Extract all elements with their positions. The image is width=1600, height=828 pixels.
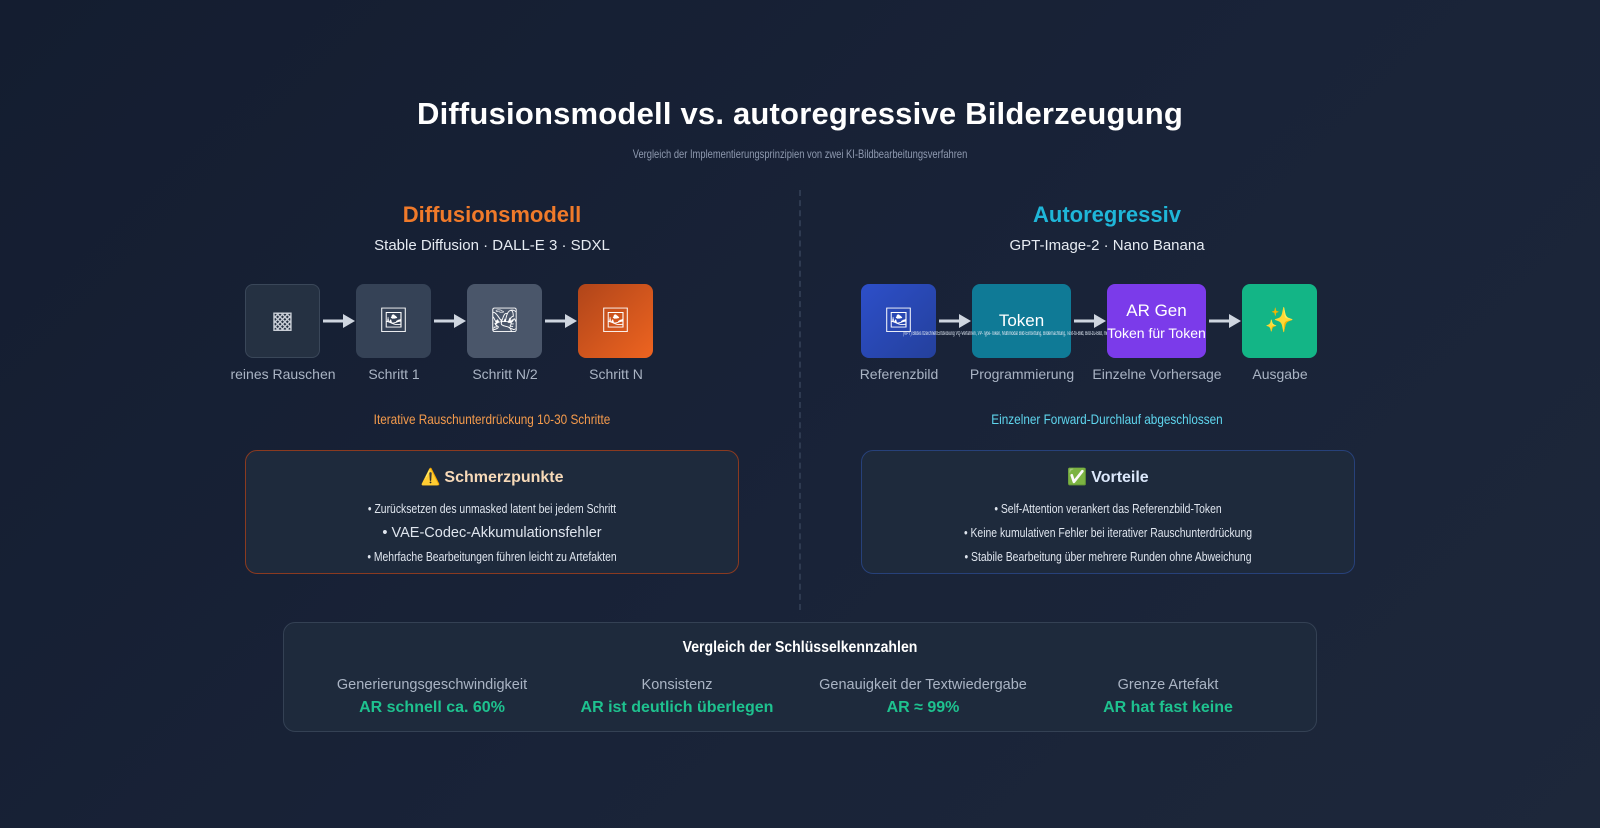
diffusion-step-half: 🏞 bbox=[467, 284, 542, 358]
metric-text-accuracy: Genauigkeit der Textwiedergabe AR ≈ 99% bbox=[803, 677, 1043, 717]
warning-icon: ⚠️ bbox=[420, 469, 441, 486]
arrow-right-icon bbox=[543, 312, 579, 330]
ar-gen-sublabel: Token für Token bbox=[1107, 325, 1206, 341]
metric-speed: Generierungsgeschwindigkeit AR schnell c… bbox=[312, 677, 552, 717]
pain-points-panel: ⚠️Schmerzpunkte • Zurücksetzen des unmas… bbox=[245, 450, 739, 574]
step-label: Ausgabe bbox=[1252, 366, 1308, 382]
sparkles-icon: ✨ bbox=[1264, 307, 1295, 334]
list-item: • VAE-Codec-Akkumulationsfehler bbox=[382, 525, 602, 541]
pain-points-heading: ⚠️Schmerzpunkte bbox=[246, 467, 738, 487]
autoregressive-note: Einzelner Forward-Durchlauf abgeschlosse… bbox=[991, 411, 1223, 427]
arrow-right-icon bbox=[1207, 312, 1243, 330]
step-label: reines Rauschen bbox=[230, 366, 336, 382]
framed-picture-icon: 🖼 bbox=[883, 307, 914, 334]
arrow-right-icon bbox=[432, 312, 468, 330]
step-label: Schritt N/2 bbox=[472, 366, 538, 382]
token-overlay-text: (VPT) Bildes tlzeichnet/Entdeckung VQ-Ve… bbox=[902, 331, 1120, 337]
page-title: Diffusionsmodell vs. autoregressive Bild… bbox=[416, 96, 1183, 131]
metric-value: AR ≈ 99% bbox=[886, 699, 960, 716]
pain-points-list: • Zurücksetzen des unmasked latent bei j… bbox=[246, 497, 738, 569]
step-label: Einzelne Vorhersage bbox=[1092, 366, 1222, 382]
list-item: • Keine kumulativen Fehler bei iterative… bbox=[963, 525, 1253, 540]
ar-gen-label: AR Gen bbox=[1126, 301, 1187, 320]
advantages-title: Vorteile bbox=[1091, 469, 1149, 486]
framed-picture-icon: 🖼 bbox=[600, 307, 631, 334]
advantages-panel: ✅Vorteile • Self-Attention verankert das… bbox=[861, 450, 1355, 574]
step-label: Programmierung bbox=[969, 366, 1075, 382]
metric-label: Genauigkeit der Textwiedergabe bbox=[819, 677, 1027, 693]
step-label: Schritt 1 bbox=[368, 366, 420, 382]
step-label: Schritt N bbox=[589, 366, 643, 382]
metric-value: AR schnell ca. 60% bbox=[359, 699, 505, 716]
ar-step-reference: 🖼 bbox=[861, 284, 936, 358]
metric-consistency: Konsistenz AR ist deutlich überlegen bbox=[557, 677, 797, 717]
metrics-title: Vergleich der Schlüsselkennzahlen bbox=[682, 639, 918, 656]
diffusion-step-noise: ▩ bbox=[245, 284, 320, 358]
list-item: • Zurücksetzen des unmasked latent bei j… bbox=[367, 501, 617, 516]
autoregressive-subtitle: GPT-Image-2 · Nano Banana bbox=[1009, 237, 1205, 254]
ar-step-token: Token (VPT) Bildes tlzeichnet/Entdeckung… bbox=[903, 284, 1120, 358]
ar-step-generation: AR Gen Token für Token bbox=[1107, 284, 1206, 358]
column-divider bbox=[799, 190, 801, 610]
arrow-right-icon bbox=[937, 312, 973, 330]
advantages-list: • Self-Attention verankert das Referenzb… bbox=[862, 497, 1354, 569]
metric-value: AR hat fast keine bbox=[1103, 699, 1233, 716]
token-label: Token bbox=[998, 311, 1045, 330]
sketch-image-icon: 🖼 bbox=[378, 307, 409, 334]
noise-icon: ▩ bbox=[271, 307, 294, 334]
page-subtitle: Vergleich der Implementierungsprinzipien… bbox=[632, 147, 968, 161]
metric-label: Konsistenz bbox=[641, 677, 713, 693]
diffusion-note: Iterative Rauschunterdrückung 10-30 Schr… bbox=[373, 411, 611, 427]
arrow-right-icon bbox=[321, 312, 357, 330]
list-item: • Mehrfache Bearbeitungen führen leicht … bbox=[367, 549, 617, 564]
metric-label: Generierungsgeschwindigkeit bbox=[336, 677, 528, 693]
arrow-right-icon bbox=[1072, 312, 1108, 330]
advantages-heading: ✅Vorteile bbox=[862, 467, 1354, 487]
step-label: Referenzbild bbox=[859, 366, 939, 382]
ar-step-output: ✨ bbox=[1242, 284, 1317, 358]
diffusion-title: Diffusionsmodell bbox=[402, 202, 582, 227]
diffusion-subtitle: Stable Diffusion · DALL-E 3 · SDXL bbox=[374, 237, 610, 254]
list-item: • Self-Attention verankert das Referenzb… bbox=[994, 501, 1222, 516]
diffusion-step-1: 🖼 bbox=[356, 284, 431, 358]
landscape-image-icon: 🏞 bbox=[489, 307, 520, 334]
metric-artifacts: Grenze Artefakt AR hat fast keine bbox=[1048, 677, 1288, 717]
metrics-panel: Vergleich der Schlüsselkennzahlen Generi… bbox=[283, 622, 1317, 732]
check-icon: ✅ bbox=[1067, 469, 1088, 486]
metric-label: Grenze Artefakt bbox=[1117, 677, 1219, 693]
metric-value: AR ist deutlich überlegen bbox=[580, 699, 774, 716]
autoregressive-title: Autoregressiv bbox=[1033, 202, 1181, 227]
list-item: • Stabile Bearbeitung über mehrere Runde… bbox=[964, 549, 1252, 564]
diffusion-step-n: 🖼 bbox=[578, 284, 653, 358]
pain-points-title: Schmerzpunkte bbox=[444, 469, 564, 486]
